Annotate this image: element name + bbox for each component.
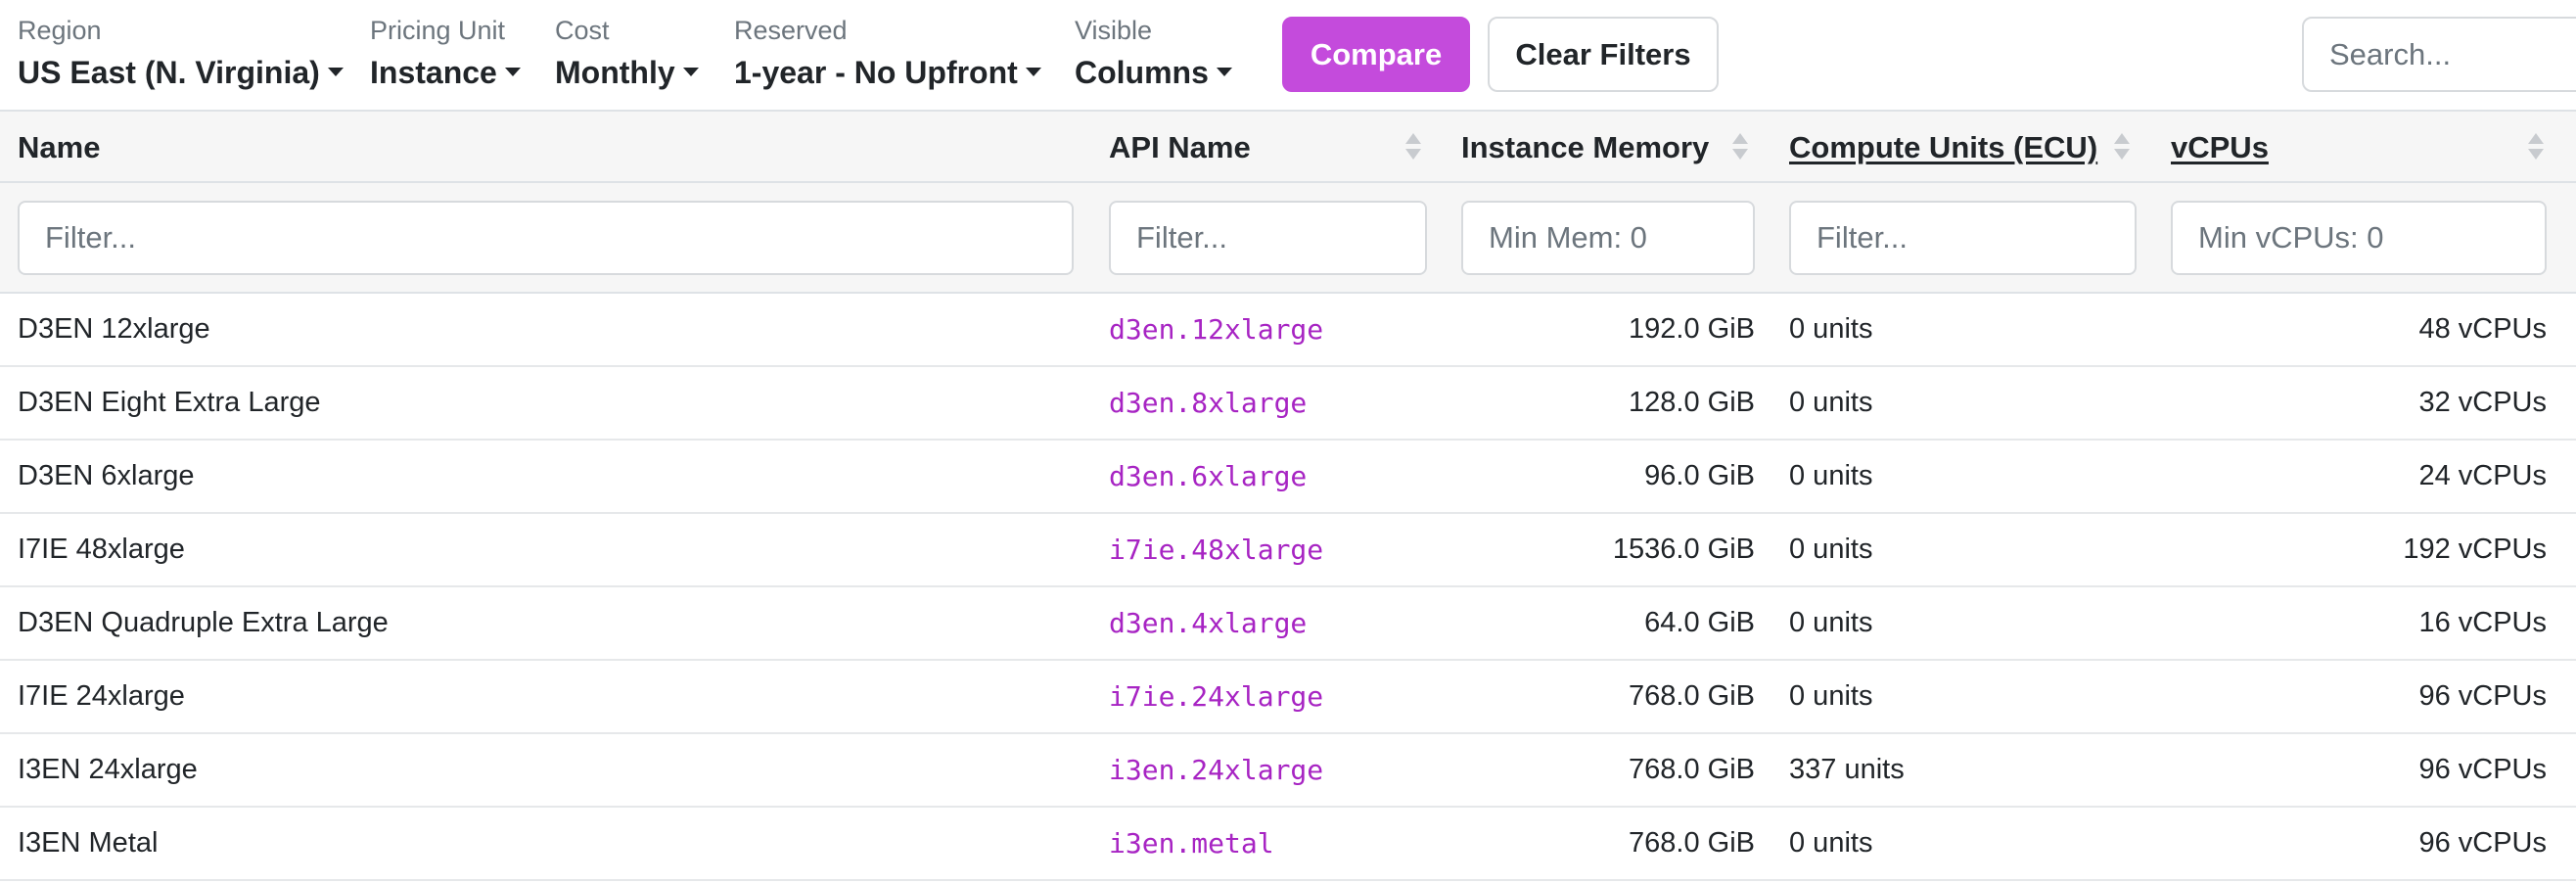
column-label: Instance Memory bbox=[1461, 129, 1710, 164]
visible-columns-selector[interactable]: Visible Columns bbox=[1075, 14, 1232, 92]
columns-dropdown[interactable]: Columns bbox=[1075, 53, 1232, 92]
caret-down-icon bbox=[504, 68, 521, 77]
cell-memory: 768.0 GiB bbox=[1629, 680, 1755, 712]
cell-memory: 128.0 GiB bbox=[1629, 387, 1755, 418]
cost-dropdown[interactable]: Monthly bbox=[555, 53, 699, 92]
pricing-unit-label: Pricing Unit bbox=[370, 16, 506, 45]
cell-memory: 192.0 GiB bbox=[1629, 313, 1755, 345]
cell-name: D3EN 6xlarge bbox=[18, 460, 195, 491]
table-row[interactable]: I7IE 48xlarge i7ie.48xlarge 1536.0 GiB 0… bbox=[0, 514, 2576, 587]
filter-row bbox=[0, 183, 2576, 294]
cell-memory: 768.0 GiB bbox=[1629, 754, 1755, 785]
search-input[interactable] bbox=[2302, 17, 2576, 92]
cell-ecu: 0 units bbox=[1789, 534, 1873, 565]
clear-filters-button[interactable]: Clear Filters bbox=[1488, 17, 1719, 92]
cell-vcpus: 96 vCPUs bbox=[2418, 680, 2547, 712]
column-label: Compute Units (ECU) bbox=[1789, 129, 2098, 164]
pricing-unit-dropdown[interactable]: Instance bbox=[370, 53, 521, 92]
cell-api-name[interactable]: d3en.6xlarge bbox=[1109, 460, 1308, 492]
column-header-api-name[interactable]: API Name bbox=[1109, 112, 1251, 183]
cell-api-name[interactable]: d3en.12xlarge bbox=[1109, 313, 1324, 346]
table-row[interactable]: D3EN Quadruple Extra Large d3en.4xlarge … bbox=[0, 587, 2576, 661]
cell-ecu: 337 units bbox=[1789, 754, 1905, 785]
cell-name: D3EN Eight Extra Large bbox=[18, 387, 321, 418]
name-filter-input[interactable] bbox=[18, 201, 1074, 275]
cell-ecu: 0 units bbox=[1789, 827, 1873, 859]
table-header: Name API Name Instance Memory Compute Un… bbox=[0, 110, 2576, 183]
cell-name: D3EN 12xlarge bbox=[18, 313, 210, 345]
region-selector[interactable]: Region US East (N. Virginia) bbox=[18, 14, 344, 92]
column-label: API Name bbox=[1109, 129, 1251, 164]
cell-vcpus: 32 vCPUs bbox=[2418, 387, 2547, 418]
cell-vcpus: 48 vCPUs bbox=[2418, 313, 2547, 345]
cost-selector[interactable]: Cost Monthly bbox=[555, 14, 699, 92]
column-header-instance-memory[interactable]: Instance Memory bbox=[1461, 112, 1709, 183]
pricing-unit-value: Instance bbox=[370, 55, 497, 90]
table-row[interactable]: I3EN Metal i3en.metal 768.0 GiB 0 units … bbox=[0, 808, 2576, 881]
caret-down-icon bbox=[1216, 68, 1232, 77]
table-row[interactable]: D3EN Eight Extra Large d3en.8xlarge 128.… bbox=[0, 367, 2576, 441]
cell-name: I3EN Metal bbox=[18, 827, 159, 859]
reserved-value: 1-year - No Upfront bbox=[734, 55, 1018, 90]
cell-api-name[interactable]: i7ie.48xlarge bbox=[1109, 534, 1324, 566]
region-dropdown[interactable]: US East (N. Virginia) bbox=[18, 53, 344, 92]
column-label: vCPUs bbox=[2171, 129, 2269, 164]
column-header-vcpus[interactable]: vCPUs bbox=[2171, 112, 2269, 183]
sort-icon[interactable] bbox=[2528, 133, 2546, 163]
cell-name: I3EN 24xlarge bbox=[18, 754, 198, 785]
reserved-selector[interactable]: Reserved 1-year - No Upfront bbox=[734, 14, 1041, 92]
sort-icon[interactable] bbox=[1732, 133, 1750, 163]
column-header-compute-units[interactable]: Compute Units (ECU) bbox=[1789, 112, 2097, 183]
toolbar: Region US East (N. Virginia) Pricing Uni… bbox=[0, 0, 2576, 110]
region-value: US East (N. Virginia) bbox=[18, 55, 320, 90]
cell-vcpus: 96 vCPUs bbox=[2418, 754, 2547, 785]
cell-api-name[interactable]: d3en.8xlarge bbox=[1109, 387, 1308, 419]
cell-api-name[interactable]: i3en.24xlarge bbox=[1109, 754, 1324, 786]
cell-ecu: 0 units bbox=[1789, 607, 1873, 638]
region-label: Region bbox=[18, 16, 102, 45]
cell-vcpus: 192 vCPUs bbox=[2403, 534, 2547, 565]
table-row[interactable]: D3EN 6xlarge d3en.6xlarge 96.0 GiB 0 uni… bbox=[0, 441, 2576, 514]
cell-api-name[interactable]: i7ie.24xlarge bbox=[1109, 680, 1324, 713]
cell-vcpus: 96 vCPUs bbox=[2418, 827, 2547, 859]
table-row[interactable]: D3EN 12xlarge d3en.12xlarge 192.0 GiB 0 … bbox=[0, 294, 2576, 367]
api-name-filter-input[interactable] bbox=[1109, 201, 1427, 275]
reserved-label: Reserved bbox=[734, 16, 848, 45]
vcpus-filter-input[interactable] bbox=[2171, 201, 2547, 275]
cell-memory: 96.0 GiB bbox=[1644, 460, 1755, 491]
cell-ecu: 0 units bbox=[1789, 460, 1873, 491]
cell-memory: 768.0 GiB bbox=[1629, 827, 1755, 859]
cell-name: D3EN Quadruple Extra Large bbox=[18, 607, 389, 638]
pricing-unit-selector[interactable]: Pricing Unit Instance bbox=[370, 14, 521, 92]
cell-memory: 1536.0 GiB bbox=[1612, 534, 1755, 565]
cell-vcpus: 24 vCPUs bbox=[2418, 460, 2547, 491]
table-row[interactable]: I7IE 24xlarge i7ie.24xlarge 768.0 GiB 0 … bbox=[0, 661, 2576, 734]
cell-vcpus: 16 vCPUs bbox=[2418, 607, 2547, 638]
caret-down-icon bbox=[682, 68, 699, 77]
cell-memory: 64.0 GiB bbox=[1644, 607, 1755, 638]
cell-ecu: 0 units bbox=[1789, 680, 1873, 712]
memory-filter-input[interactable] bbox=[1461, 201, 1755, 275]
cell-name: I7IE 24xlarge bbox=[18, 680, 185, 712]
table-row[interactable]: I3EN 24xlarge i3en.24xlarge 768.0 GiB 33… bbox=[0, 734, 2576, 808]
sort-icon[interactable] bbox=[1405, 133, 1423, 163]
visible-label: Visible bbox=[1075, 16, 1153, 45]
cell-ecu: 0 units bbox=[1789, 313, 1873, 345]
cell-name: I7IE 48xlarge bbox=[18, 534, 185, 565]
compare-button[interactable]: Compare bbox=[1282, 17, 1470, 92]
table-body: D3EN 12xlarge d3en.12xlarge 192.0 GiB 0 … bbox=[0, 294, 2576, 881]
cost-label: Cost bbox=[555, 16, 610, 45]
cost-value: Monthly bbox=[555, 55, 675, 90]
column-label: Name bbox=[18, 129, 101, 164]
columns-value: Columns bbox=[1075, 55, 1209, 90]
reserved-dropdown[interactable]: 1-year - No Upfront bbox=[734, 53, 1041, 92]
cell-api-name[interactable]: d3en.4xlarge bbox=[1109, 607, 1308, 639]
caret-down-icon bbox=[327, 68, 344, 77]
ecu-filter-input[interactable] bbox=[1789, 201, 2137, 275]
sort-icon[interactable] bbox=[2114, 133, 2132, 163]
column-header-name[interactable]: Name bbox=[18, 112, 100, 183]
cell-ecu: 0 units bbox=[1789, 387, 1873, 418]
cell-api-name[interactable]: i3en.metal bbox=[1109, 827, 1274, 860]
caret-down-icon bbox=[1025, 68, 1041, 77]
